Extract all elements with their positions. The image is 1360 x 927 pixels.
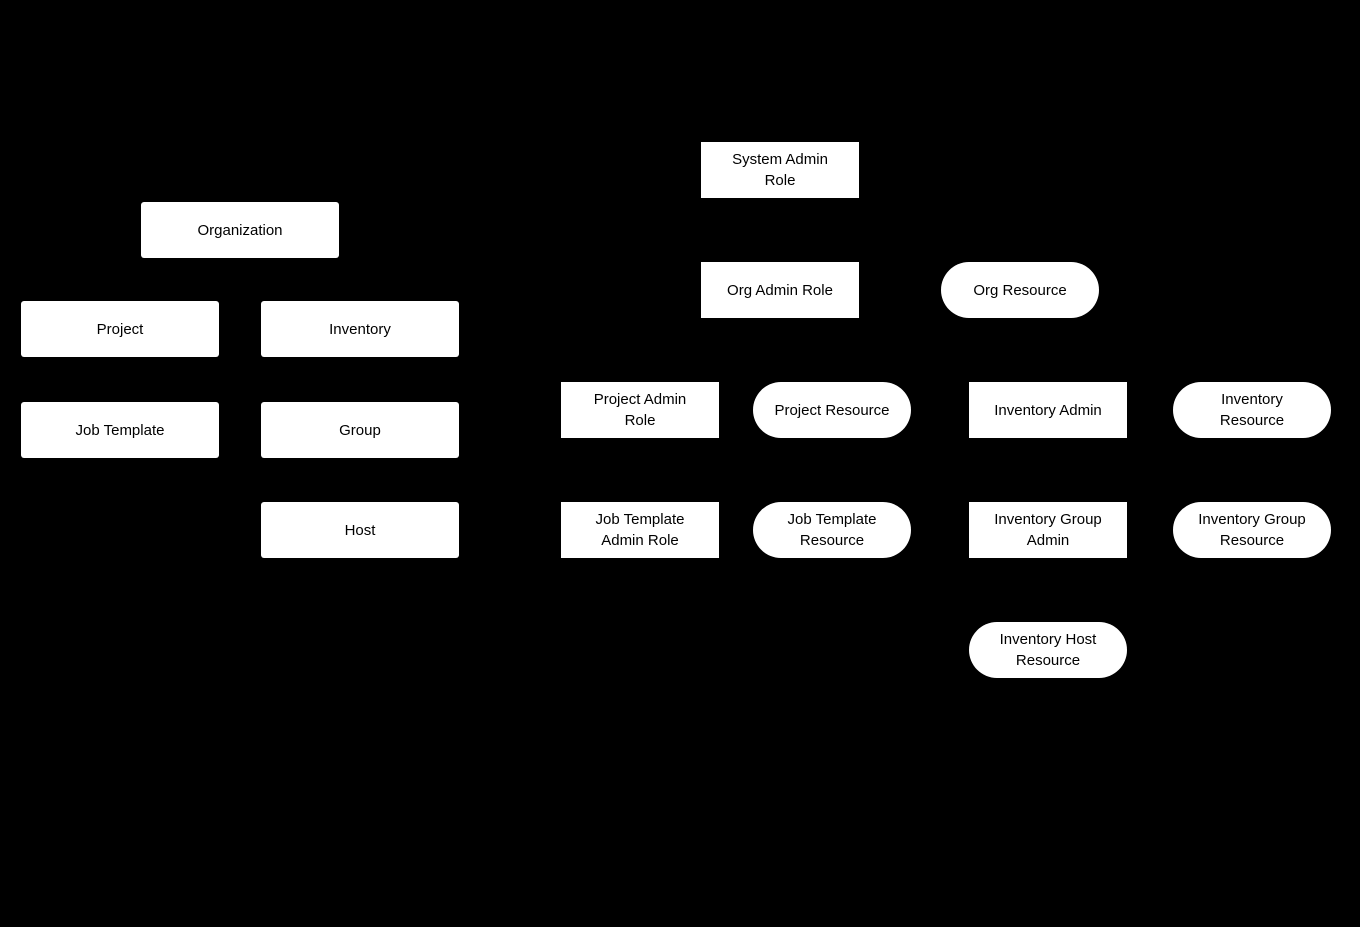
node-label: Group [339, 421, 381, 439]
node-label: Job Template Admin Role [595, 511, 685, 549]
node-label: Job Template [75, 421, 165, 439]
node-inventory-group-resource: Inventory Group Resource [1173, 502, 1331, 558]
node-org-admin-role: Org Admin Role [701, 262, 859, 318]
node-inventory-host-resource: Inventory Host Resource [969, 622, 1127, 678]
node-inventory: Inventory [261, 301, 459, 357]
node-label: Job Template Resource [787, 511, 877, 549]
node-inventory-admin: Inventory Admin [969, 382, 1127, 438]
node-host: Host [261, 502, 459, 558]
node-inventory-resource: Inventory Resource [1173, 382, 1331, 438]
node-label: Project Admin Role [593, 391, 687, 429]
node-label: Project [96, 320, 144, 338]
node-org-resource: Org Resource [941, 262, 1099, 318]
node-system-admin-role: System Admin Role [701, 142, 859, 198]
node-label: Org Admin Role [727, 281, 833, 299]
node-label: Inventory Host Resource [999, 631, 1097, 669]
node-label: Inventory [329, 320, 391, 338]
node-project-admin-role: Project Admin Role [561, 382, 719, 438]
node-label: Inventory Resource [1219, 391, 1285, 429]
node-label: Inventory Group Resource [1198, 511, 1306, 549]
node-job-template-admin-role: Job Template Admin Role [561, 502, 719, 558]
node-job-template: Job Template [21, 402, 219, 458]
node-group: Group [261, 402, 459, 458]
node-label: System Admin Role [732, 151, 828, 189]
node-project: Project [21, 301, 219, 357]
node-project-resource: Project Resource [753, 382, 911, 438]
node-organization: Organization [141, 202, 339, 258]
node-label: Org Resource [973, 281, 1067, 299]
node-label: Inventory Admin [994, 401, 1102, 419]
node-label: Project Resource [774, 401, 890, 419]
node-job-template-resource: Job Template Resource [753, 502, 911, 558]
node-label: Inventory Group Admin [994, 511, 1102, 549]
node-inventory-group-admin: Inventory Group Admin [969, 502, 1127, 558]
node-label: Host [344, 521, 376, 539]
node-label: Organization [197, 221, 283, 239]
